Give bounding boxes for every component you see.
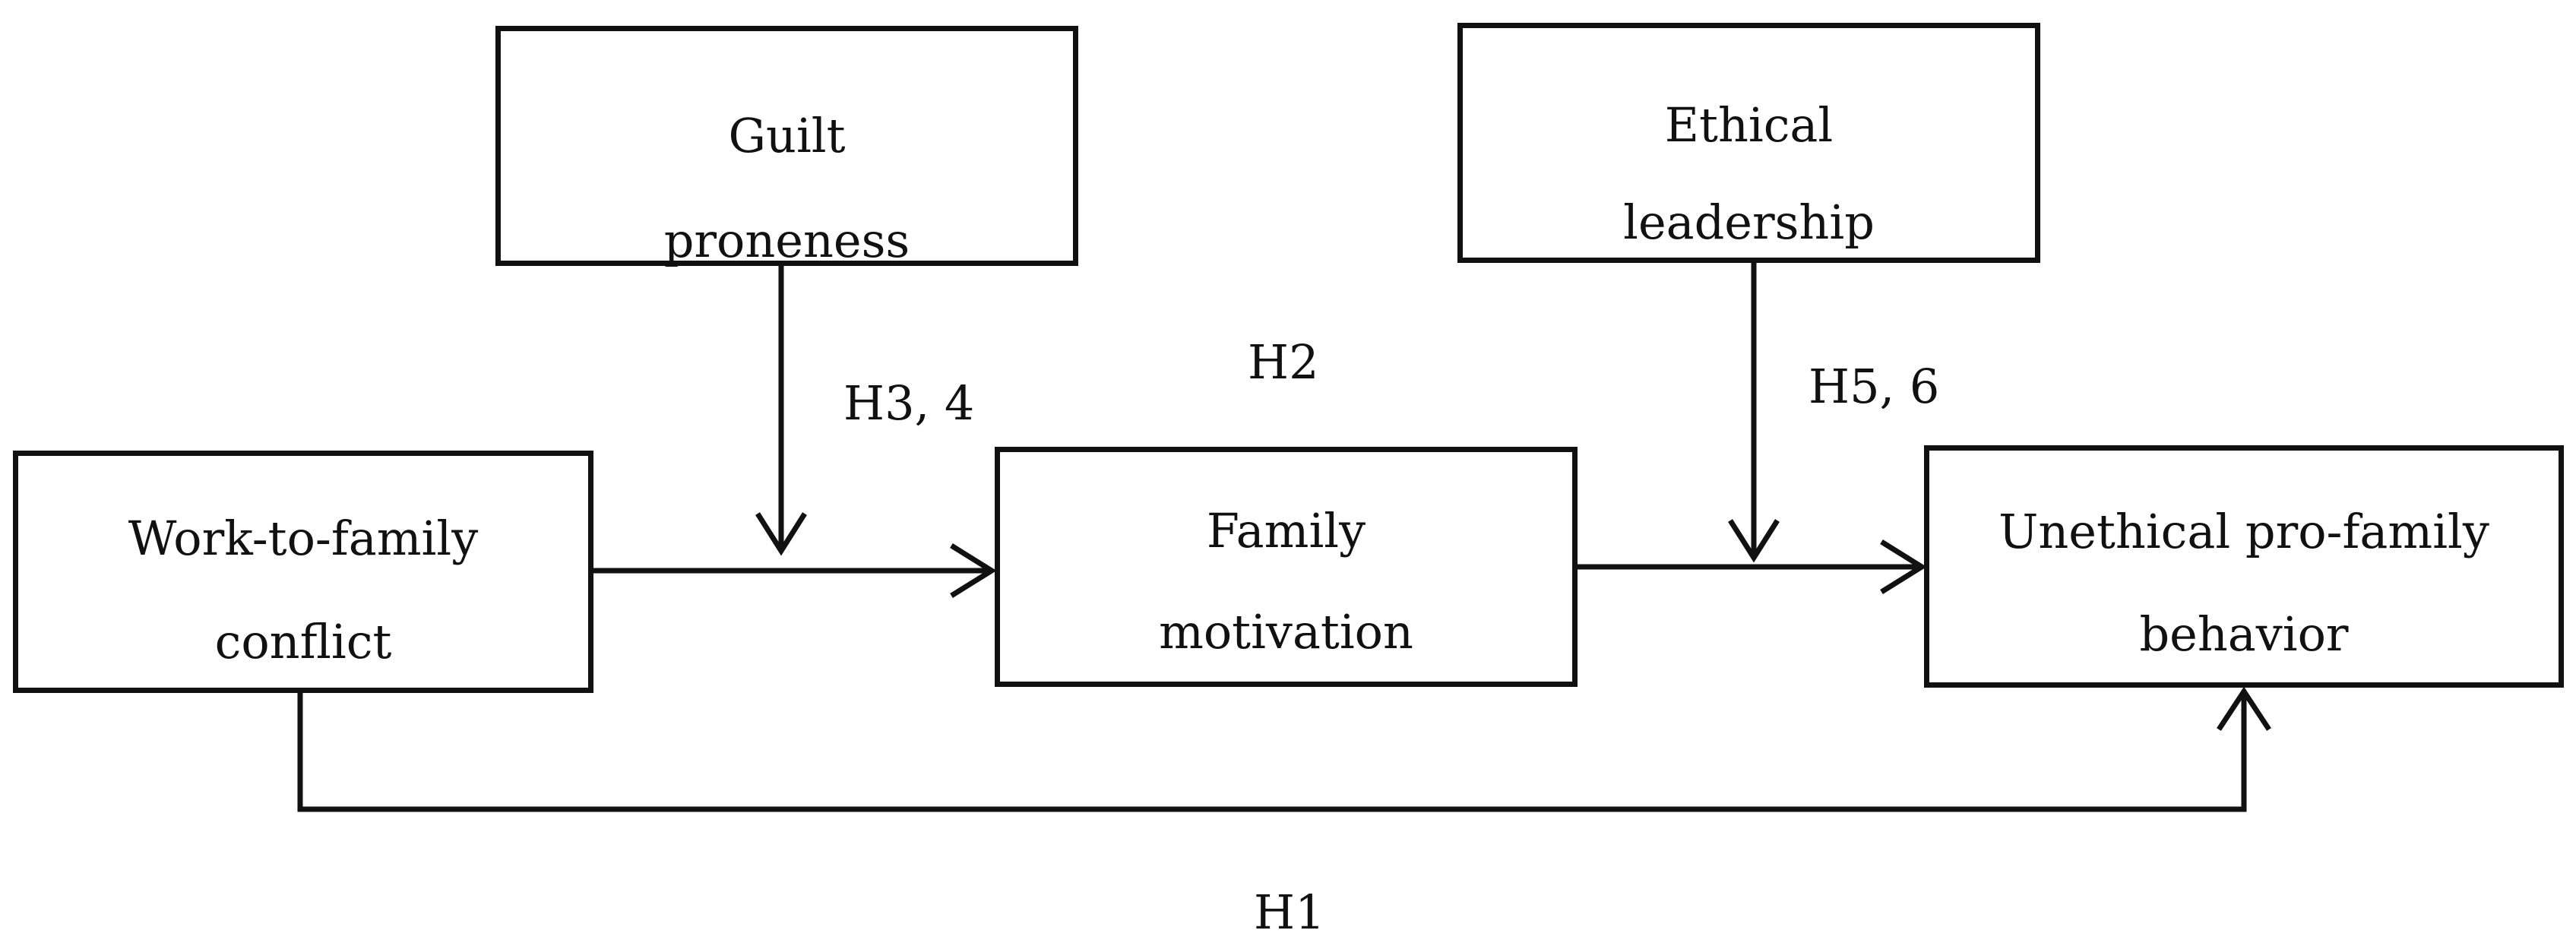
hypothesis-label-h1: H1 — [1254, 884, 1325, 940]
node-label-line1: Unethical pro-family — [1998, 504, 2489, 559]
edge-wfc-to-upfb — [297, 693, 2247, 812]
node-guilt-proneness: Guilt proneness — [495, 26, 1078, 266]
node-label-line1: Work-to-family — [128, 511, 479, 566]
node-ethical-leadership: Ethical leadership — [1457, 23, 2040, 263]
node-label-line2: conflict — [214, 614, 392, 669]
hypothesis-label-h2: H2 — [1248, 334, 1319, 390]
node-unethical-pro-family-behavior: Unethical pro-family behavior — [1924, 445, 2564, 688]
arrowhead-wfc-to-fm — [950, 543, 997, 598]
node-label-line2: behavior — [2139, 606, 2349, 662]
node-work-to-family-conflict: Work-to-family conflict — [13, 451, 593, 693]
node-label-line2: leadership — [1623, 195, 1875, 250]
hypothesis-label-h3-4: H3, 4 — [843, 375, 975, 431]
hypothesis-label-h5-6: H5, 6 — [1809, 359, 1940, 414]
node-label-line1: Family — [1206, 503, 1366, 558]
node-label-line1: Ethical — [1664, 97, 1834, 153]
arrowhead-ethical-moderator — [1728, 519, 1780, 563]
arrowhead-wfc-to-upfb — [2217, 686, 2271, 731]
arrowhead-guilt-moderator — [755, 512, 807, 556]
node-family-motivation: Family motivation — [995, 447, 1578, 687]
node-label-line2: motivation — [1159, 604, 1413, 660]
node-label-line1: Guilt — [728, 108, 846, 163]
node-label-line2: proneness — [663, 213, 910, 268]
arrowhead-fm-to-upfb — [1880, 539, 1927, 594]
